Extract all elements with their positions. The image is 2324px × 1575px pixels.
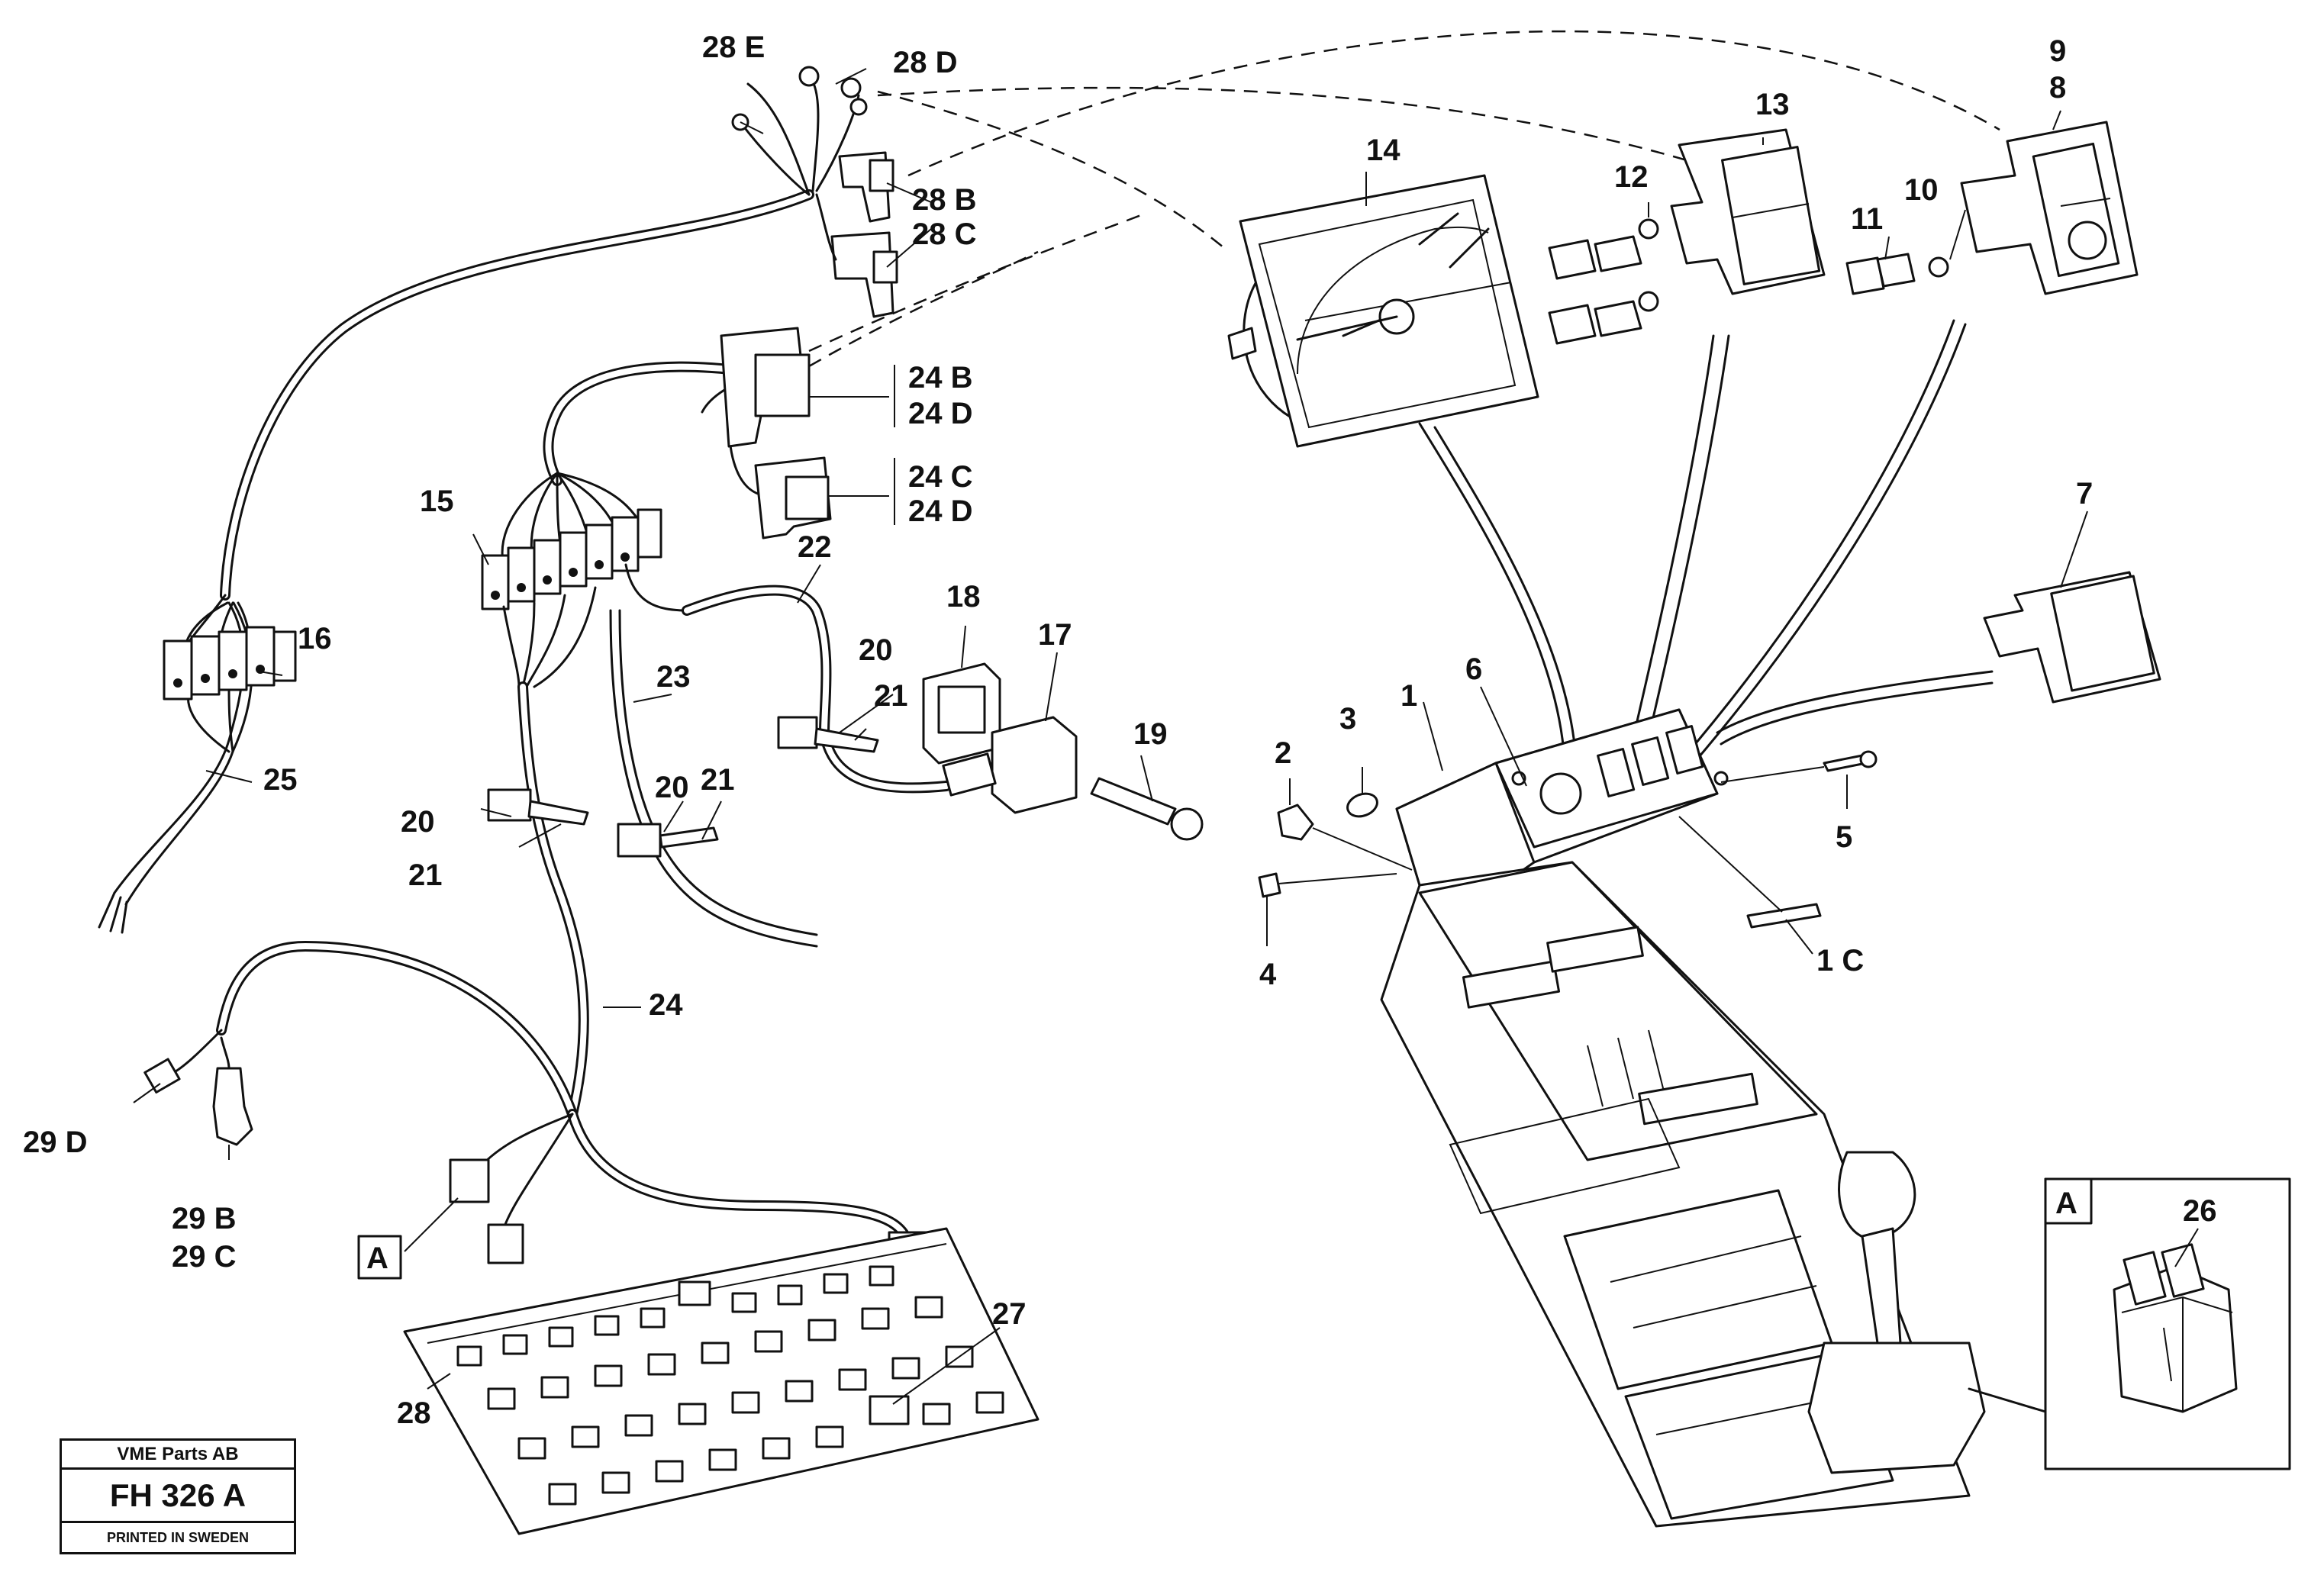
small-parts: [1258, 750, 1878, 929]
callout-24b: 24 B: [908, 361, 973, 395]
callout-24d-lower: 24 D: [908, 494, 973, 528]
title-block-printed: PRINTED IN SWEDEN: [106, 1529, 249, 1545]
callout-24d-upper: 24 D: [908, 397, 973, 430]
connectors-28: [731, 66, 898, 318]
clamps-20-21: [487, 716, 879, 858]
detail-a-box: [2044, 1177, 2291, 1470]
callout-21-c: 21: [701, 763, 735, 797]
callout-a-detail: A: [2055, 1187, 2077, 1220]
callout-18: 18: [946, 580, 981, 614]
callout-22: 22: [798, 530, 832, 564]
gauge-14: [1227, 174, 1539, 448]
callout-28c: 28 C: [912, 217, 977, 251]
callout-28b: 28 B: [912, 183, 977, 217]
cover-7: [1983, 571, 2161, 704]
callout-24c: 24 C: [908, 460, 973, 494]
title-block: VME Parts AB FH 326 A PRINTED IN SWEDEN: [60, 1438, 296, 1554]
callout-12: 12: [1614, 160, 1649, 194]
title-block-company: VME Parts AB: [62, 1441, 294, 1470]
switch-8-9-bulbs-10-11: [1845, 121, 2139, 295]
callout-28: 28: [397, 1396, 431, 1430]
callout-9: 9: [2049, 34, 2066, 68]
callout-16: 16: [298, 622, 332, 655]
callout-11: 11: [1851, 202, 1883, 236]
callout-26: 26: [2183, 1194, 2217, 1228]
detail-a-marker: [357, 1235, 402, 1280]
callout-28e: 28 E: [702, 31, 765, 64]
terminal-block-16: [163, 601, 297, 753]
callout-7: 7: [2076, 477, 2093, 511]
callout-29c: 29 C: [172, 1240, 237, 1274]
circuit-board-27-28: [403, 1227, 1040, 1535]
callout-8: 8: [2049, 71, 2066, 105]
callout-25: 25: [263, 763, 298, 797]
callout-20-a: 20: [859, 633, 893, 667]
callout-14: 14: [1366, 134, 1401, 167]
title-block-reference: FH 326 A: [62, 1470, 294, 1523]
callout-21-b: 21: [408, 858, 443, 892]
callout-1c: 1 C: [1816, 944, 1864, 978]
callout-17: 17: [1038, 618, 1072, 652]
sensor-17-18-19: [922, 662, 1204, 841]
callout-29b: 29 B: [172, 1202, 237, 1235]
callout-19: 19: [1133, 717, 1168, 751]
callout-13: 13: [1755, 88, 1790, 121]
callout-29d: 29 D: [23, 1126, 88, 1159]
callout-1: 1: [1401, 679, 1417, 713]
callout-5: 5: [1836, 820, 1852, 854]
callout-15: 15: [420, 485, 454, 518]
callout-20-c: 20: [655, 771, 689, 804]
leader-lines: [133, 68, 2199, 1405]
callout-21-a: 21: [874, 679, 908, 713]
callout-23: 23: [656, 660, 691, 694]
harness-15-22-24: [481, 361, 952, 1119]
callout-28d: 28 D: [893, 46, 958, 79]
callout-2: 2: [1275, 736, 1291, 770]
callout-27: 27: [992, 1297, 1027, 1331]
callout-24: 24: [649, 988, 683, 1022]
callout-10: 10: [1904, 173, 1939, 207]
switch-13-bulbs-12: [1548, 128, 1826, 345]
callout-4: 4: [1259, 958, 1277, 991]
callouts: 28 E 28 D 28 B 28 C 24 B 24 D 24 C 24 D …: [23, 31, 2217, 1430]
callout-a-marker: A: [366, 1242, 388, 1275]
main-cable-25: [98, 189, 814, 934]
callout-6: 6: [1465, 652, 1482, 686]
lower-harness-29: [143, 940, 929, 1276]
gear-lever: [1807, 1151, 2047, 1474]
connectors-24: [701, 327, 895, 539]
callout-3: 3: [1339, 702, 1356, 736]
callout-20-b: 20: [401, 805, 435, 839]
